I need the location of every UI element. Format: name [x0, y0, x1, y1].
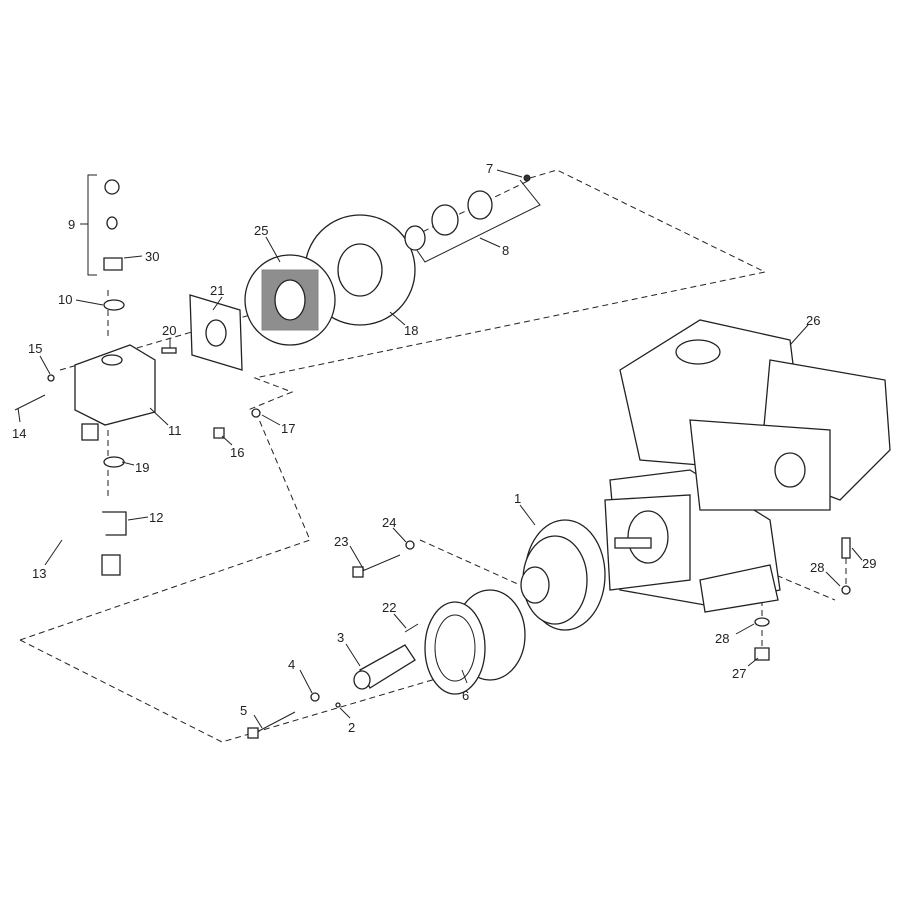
part-1-adapter	[520, 519, 606, 631]
callout-22: 22	[382, 600, 396, 615]
callout-30: 30	[145, 249, 159, 264]
callout-19: 19	[135, 460, 149, 475]
callout-26: 26	[806, 313, 820, 328]
callout-13: 13	[32, 566, 46, 581]
part-3-shaft	[353, 644, 416, 690]
leader-lines	[17, 169, 863, 729]
callout-29: 29	[862, 556, 876, 571]
callout-24: 24	[382, 515, 396, 530]
callout-16: 16	[230, 445, 244, 460]
callout-8: 8	[502, 243, 509, 258]
bolts	[247, 537, 851, 739]
callout-28: 28	[810, 560, 824, 575]
pump-parts	[14, 174, 531, 576]
callout-1: 1	[514, 491, 521, 506]
callout-6: 6	[462, 688, 469, 703]
callout-14: 14	[12, 426, 26, 441]
callout-15: 15	[28, 341, 42, 356]
callout-11: 11	[168, 423, 182, 438]
callout-17: 17	[281, 421, 295, 436]
callout-3: 3	[337, 630, 344, 645]
callout-9: 9	[68, 217, 75, 232]
callout-10: 10	[58, 292, 72, 307]
callout-12: 12	[149, 510, 163, 525]
callout-18: 18	[404, 323, 418, 338]
callout-25: 25	[254, 223, 268, 238]
callout-5: 5	[240, 703, 247, 718]
callout-27: 27	[732, 666, 746, 681]
callout-2: 2	[348, 720, 355, 735]
callout-4: 4	[288, 657, 295, 672]
callout-23: 23	[334, 534, 348, 549]
callout-7: 7	[486, 161, 493, 176]
engine	[604, 319, 891, 613]
callout-20: 20	[162, 323, 176, 338]
callout-21: 21	[210, 283, 224, 298]
part-6-fan	[424, 589, 526, 695]
callout-28: 28	[715, 631, 729, 646]
